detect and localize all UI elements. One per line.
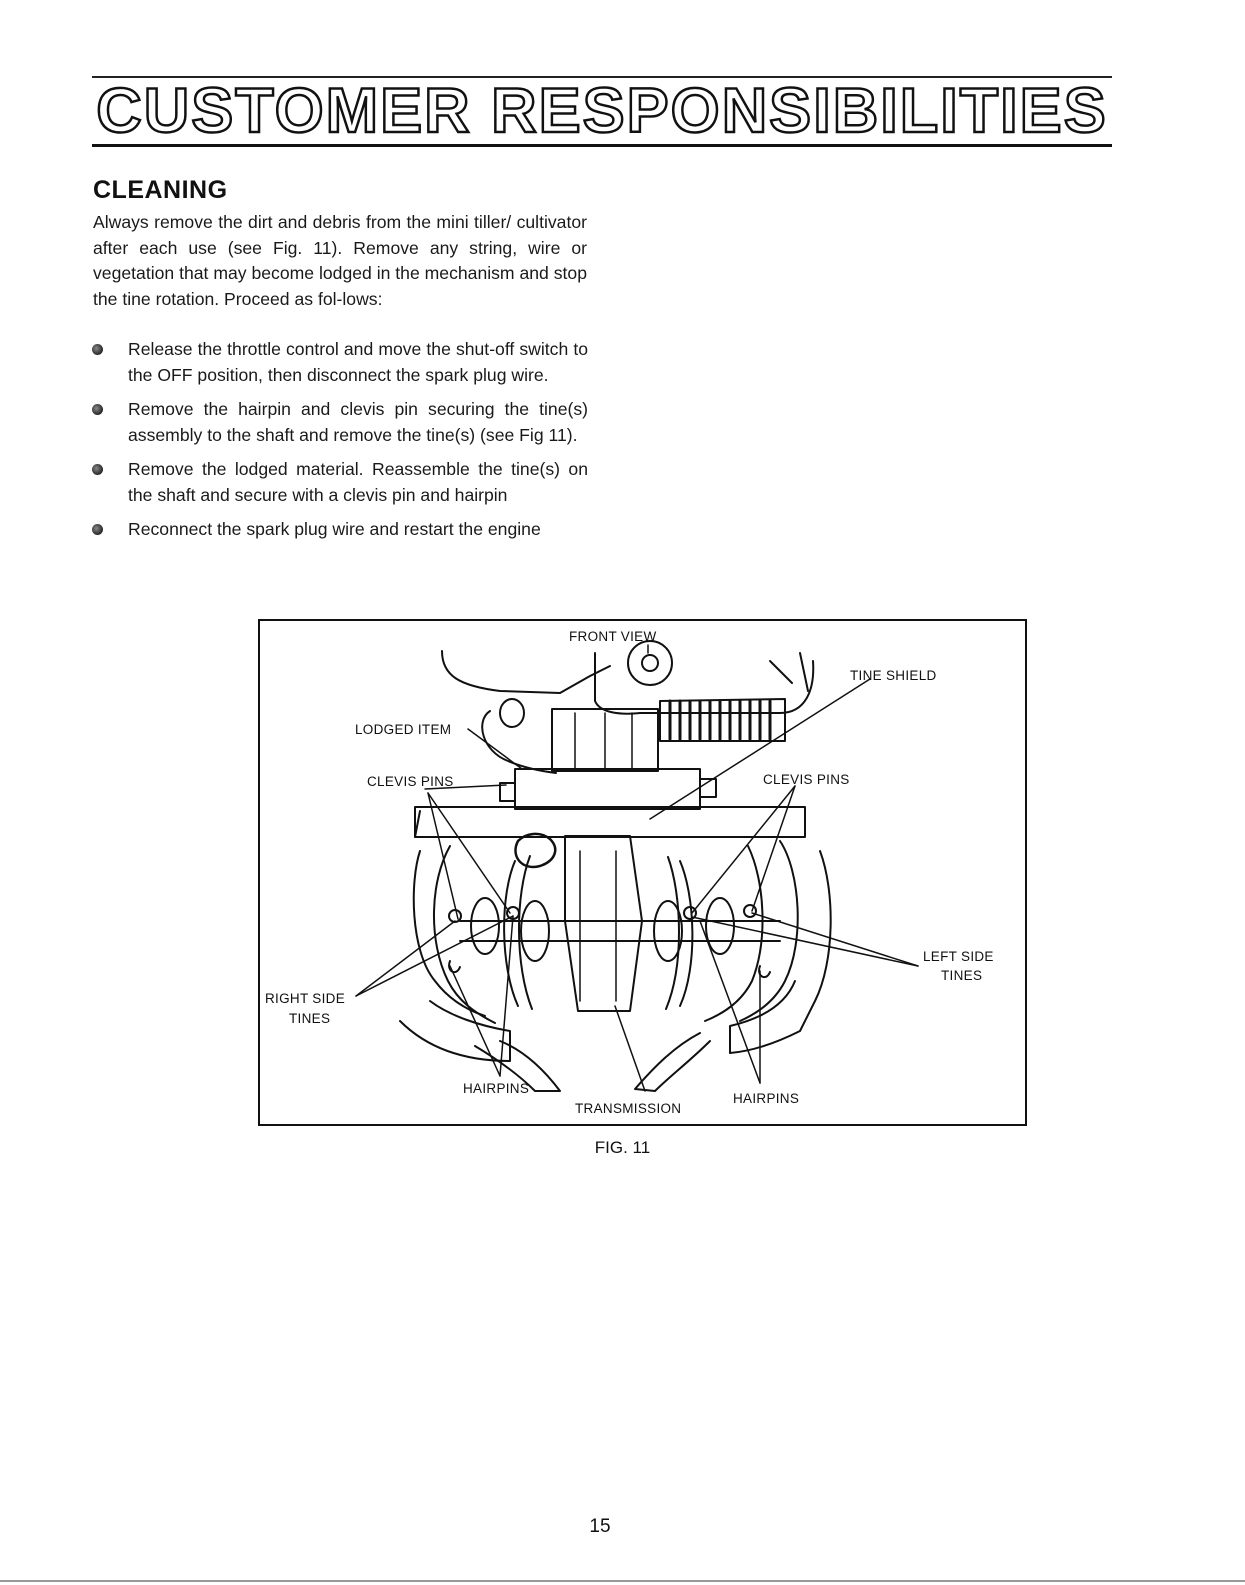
- hairpin-shapes: [448, 960, 771, 979]
- plate-bolts: [499, 778, 717, 802]
- step-item: Reconnect the spark plug wire and restar…: [88, 517, 588, 543]
- page-title: CUSTOMER RESPONSIBILITIES: [95, 76, 1108, 146]
- gear-teeth: [668, 699, 772, 741]
- label-hairpins-right: HAIRPINS: [733, 1091, 800, 1106]
- section-heading: CLEANING: [93, 176, 228, 204]
- step-text: Release the throttle control and move th…: [128, 339, 588, 385]
- label-clevis-pins-right: CLEVIS PINS: [763, 772, 850, 787]
- clevis-pin-left-inner: [683, 906, 697, 920]
- step-item: Remove the hairpin and clevis pin securi…: [88, 397, 588, 448]
- label-lodged-item: LODGED ITEM: [355, 722, 452, 737]
- label-transmission: TRANSMISSION: [575, 1101, 682, 1116]
- label-right-side-tines: TINES: [289, 1011, 331, 1026]
- step-item: Release the throttle control and move th…: [88, 337, 588, 388]
- header-top-rule: [92, 76, 1112, 78]
- lodged-debris: [514, 832, 557, 869]
- clevis-pin-left-outer: [743, 904, 757, 918]
- tiller-illustration: [355, 640, 919, 1092]
- transmission-plate: [514, 768, 701, 810]
- bullet-icon: [92, 344, 103, 355]
- fuel-cap-center: [641, 654, 659, 672]
- bullet-icon: [92, 524, 103, 535]
- label-hairpins-left: HAIRPINS: [463, 1081, 530, 1096]
- left-side-tine-blade-2: [634, 1032, 711, 1092]
- tine-shield-bar: [414, 806, 806, 838]
- left-tine-hub-2: [653, 900, 683, 962]
- drive-gear: [659, 698, 786, 742]
- shield-end-left: [414, 810, 421, 838]
- figure-11-frame: FRONT VIEW TINE SHIELD LODGED ITEM CLEVI…: [258, 619, 1027, 1126]
- lodged-item-wire: [481, 710, 557, 774]
- lodged-item-ring: [499, 698, 525, 728]
- page-number: 15: [589, 1516, 611, 1537]
- right-side-tine-outer: [412, 850, 486, 1017]
- transmission-seams: [579, 850, 617, 1002]
- left-side-tine-inner: [704, 845, 764, 1022]
- right-side-tine-blade-1: [399, 1000, 511, 1062]
- left-side-tine-blade-1: [729, 850, 832, 1054]
- step-text: Remove the hairpin and clevis pin securi…: [128, 399, 588, 445]
- upper-shaft-housing: [551, 708, 659, 772]
- housing-ribs: [574, 712, 633, 770]
- right-side-tine-inner: [432, 845, 496, 1024]
- label-clevis-pins-left: CLEVIS PINS: [367, 774, 454, 789]
- label-left-side: LEFT SIDE: [923, 949, 994, 964]
- transmission-body: [564, 835, 643, 1012]
- left-side-tine-outer: [739, 840, 799, 1022]
- right-side-tine-blade-2: [474, 1040, 561, 1092]
- engine-housing-left: [441, 650, 611, 694]
- bullet-icon: [92, 464, 103, 475]
- label-right-side: RIGHT SIDE: [265, 991, 346, 1006]
- fuel-cap-ring: [627, 640, 673, 686]
- page-bottom-rule: [0, 1580, 1245, 1582]
- label-left-side-tines: TINES: [941, 968, 983, 983]
- left-tine-hub: [705, 897, 735, 955]
- step-text: Remove the lodged material. Reassemble t…: [128, 459, 588, 505]
- left-inner-tine: [665, 856, 694, 1010]
- right-inner-tine: [503, 855, 533, 1010]
- clevis-pin-right-outer: [448, 909, 462, 923]
- step-item: Remove the lodged material. Reassemble t…: [88, 457, 588, 508]
- cleaning-steps: Release the throttle control and move th…: [88, 337, 588, 552]
- bullet-icon: [92, 404, 103, 415]
- right-tine-hub: [470, 897, 500, 955]
- intro-paragraph: Always remove the dirt and debris from t…: [93, 212, 587, 309]
- step-text: Reconnect the spark plug wire and restar…: [128, 519, 541, 539]
- figure-caption: FIG. 11: [594, 1138, 651, 1157]
- leader-lines: [355, 644, 919, 1092]
- label-tine-shield: TINE SHIELD: [850, 668, 937, 683]
- engine-housing-right: [769, 652, 809, 692]
- right-tine-hub-2: [520, 900, 550, 962]
- header-bottom-rule: [92, 144, 1112, 147]
- label-front-view: FRONT VIEW: [569, 629, 657, 644]
